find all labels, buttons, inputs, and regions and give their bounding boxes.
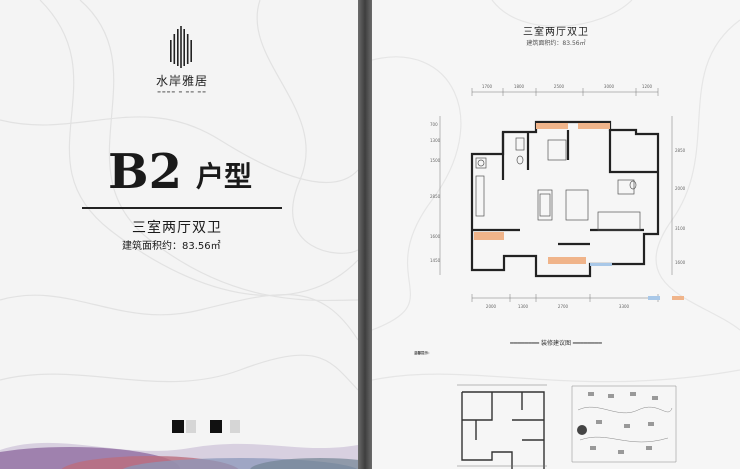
area-text: 建筑面积约：83.56㎡ bbox=[122, 241, 221, 252]
page-marker bbox=[230, 420, 240, 433]
dim-label: 2500 bbox=[554, 84, 565, 89]
dim-label: 700 bbox=[430, 122, 438, 127]
dim-label: 2000 bbox=[486, 304, 497, 309]
unit-code: B2 bbox=[108, 144, 182, 200]
advice-text: 温馨提示： bbox=[414, 351, 432, 355]
legend-blue bbox=[648, 296, 662, 300]
book-spine bbox=[358, 0, 372, 469]
dim-label: 1300 bbox=[430, 138, 441, 143]
dim-label: 2000 bbox=[675, 186, 686, 191]
left-page: 水岸雅居 ▬▬▬▬ ▬ ▬▬ ▬▬ B2 户型 三室两厅双卫 建筑面积约：83.… bbox=[0, 0, 358, 469]
dim-label: 1700 bbox=[482, 84, 493, 89]
page-marker bbox=[186, 420, 196, 433]
plan-area-text: 建筑面积约：83.56㎡ bbox=[526, 40, 586, 47]
dim-label: 1450 bbox=[430, 258, 441, 263]
dim-label: 3000 bbox=[604, 84, 615, 89]
layout-title: 三室两厅双卫 bbox=[132, 220, 222, 236]
page-marker bbox=[210, 420, 222, 433]
dim-label: 2850 bbox=[430, 194, 441, 199]
plan-title: 三室两厅双卫 bbox=[523, 27, 589, 38]
mini-floor-plan bbox=[457, 384, 547, 469]
dim-label: 1600 bbox=[675, 260, 686, 265]
page-marker bbox=[172, 420, 184, 433]
dim-label: 1800 bbox=[514, 84, 525, 89]
dim-label: 1500 bbox=[430, 158, 441, 163]
title-divider bbox=[82, 207, 282, 209]
dim-label: 1600 bbox=[430, 234, 441, 239]
dim-label: 2700 bbox=[558, 304, 569, 309]
legend-orange bbox=[672, 296, 686, 300]
dim-label: 1300 bbox=[518, 304, 529, 309]
unit-label: 户型 bbox=[196, 160, 253, 193]
brand-name: 水岸雅居 bbox=[155, 74, 208, 88]
floor-plan: 1700 1800 2500 3000 1200 2000 1300 2700 … bbox=[430, 84, 686, 309]
dim-label: 3300 bbox=[619, 304, 630, 309]
advice-title: ━━━━━━━━ 装修建议图 ━━━━━━━━ bbox=[510, 340, 602, 347]
logo-icon bbox=[170, 26, 192, 68]
dim-label: 3100 bbox=[675, 226, 686, 231]
dim-label: 2850 bbox=[675, 148, 686, 153]
brand-subtitle-mark: ▬▬▬▬ ▬ ▬▬ ▬▬ bbox=[157, 89, 207, 94]
dim-label: 1200 bbox=[642, 84, 653, 89]
site-map bbox=[571, 385, 677, 463]
right-page: 三室两厅双卫 建筑面积约：83.56㎡ bbox=[372, 0, 740, 469]
